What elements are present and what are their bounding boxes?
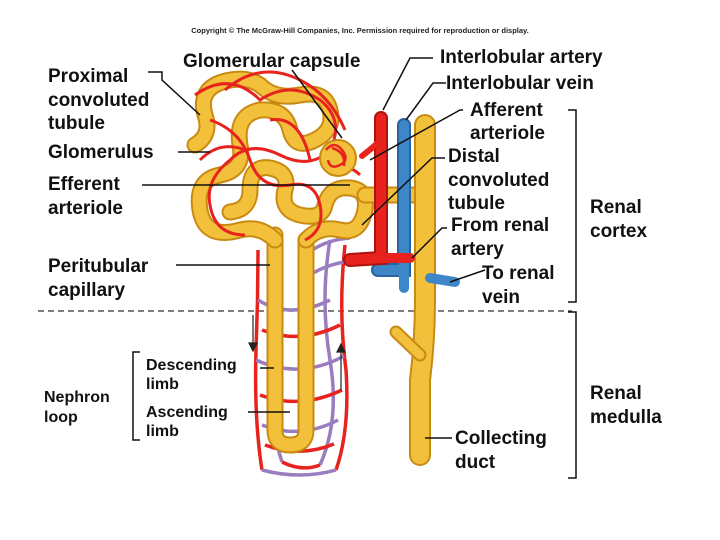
label-proximal-line2: convoluted <box>48 90 150 111</box>
interlobular-artery <box>343 111 415 267</box>
label-from-renal-line1: From renal <box>451 215 550 236</box>
nephron-loop-tubule <box>266 226 315 454</box>
label-interlobular-artery: Interlobular artery <box>440 47 603 68</box>
label-efferent-line1: Efferent <box>48 174 120 195</box>
label-renal-cortex-line1: Renal <box>590 197 642 218</box>
label-peritubular-line2: capillary <box>48 280 126 301</box>
leader-lines <box>142 57 486 439</box>
label-glomerular-capsule: Glomerular capsule <box>183 51 361 72</box>
label-ascending-line2: limb <box>146 423 179 440</box>
label-interlobular-vein: Interlobular vein <box>446 73 594 94</box>
label-afferent-line2: arteriole <box>470 123 545 144</box>
label-collecting-line2: duct <box>455 452 496 473</box>
brackets <box>132 109 577 479</box>
label-renal-medulla-line1: Renal <box>590 383 642 404</box>
label-to-renal-line1: To renal <box>482 263 555 284</box>
label-renal-cortex-line2: cortex <box>590 221 648 242</box>
label-collecting-line1: Collecting <box>455 428 547 449</box>
label-efferent-line2: arteriole <box>48 198 123 219</box>
label-afferent-line1: Afferent <box>470 100 543 121</box>
collecting-duct <box>389 114 436 466</box>
label-renal-medulla-line2: medulla <box>590 407 662 428</box>
label-to-renal-line2: vein <box>482 287 521 308</box>
label-proximal-line3: tubule <box>48 113 105 134</box>
label-ascending-line1: Ascending <box>146 404 228 421</box>
label-descending-line2: limb <box>146 376 179 393</box>
label-nephron-loop-line2: loop <box>44 409 78 426</box>
label-distal-line3: tubule <box>448 193 505 214</box>
label-proximal-line1: Proximal <box>48 66 129 87</box>
flow-arrows <box>248 315 346 390</box>
label-peritubular-line1: Peritubular <box>48 256 149 277</box>
copyright-notice: Copyright © The McGraw-Hill Companies, I… <box>191 26 529 35</box>
glomerulus <box>319 139 357 177</box>
label-descending-line1: Descending <box>146 357 237 374</box>
label-glomerulus: Glomerulus <box>48 142 154 163</box>
label-distal-line1: Distal <box>448 146 500 167</box>
label-distal-line2: convoluted <box>448 170 550 191</box>
label-from-renal-line2: artery <box>451 239 504 260</box>
label-nephron-loop-line1: Nephron <box>44 389 110 406</box>
